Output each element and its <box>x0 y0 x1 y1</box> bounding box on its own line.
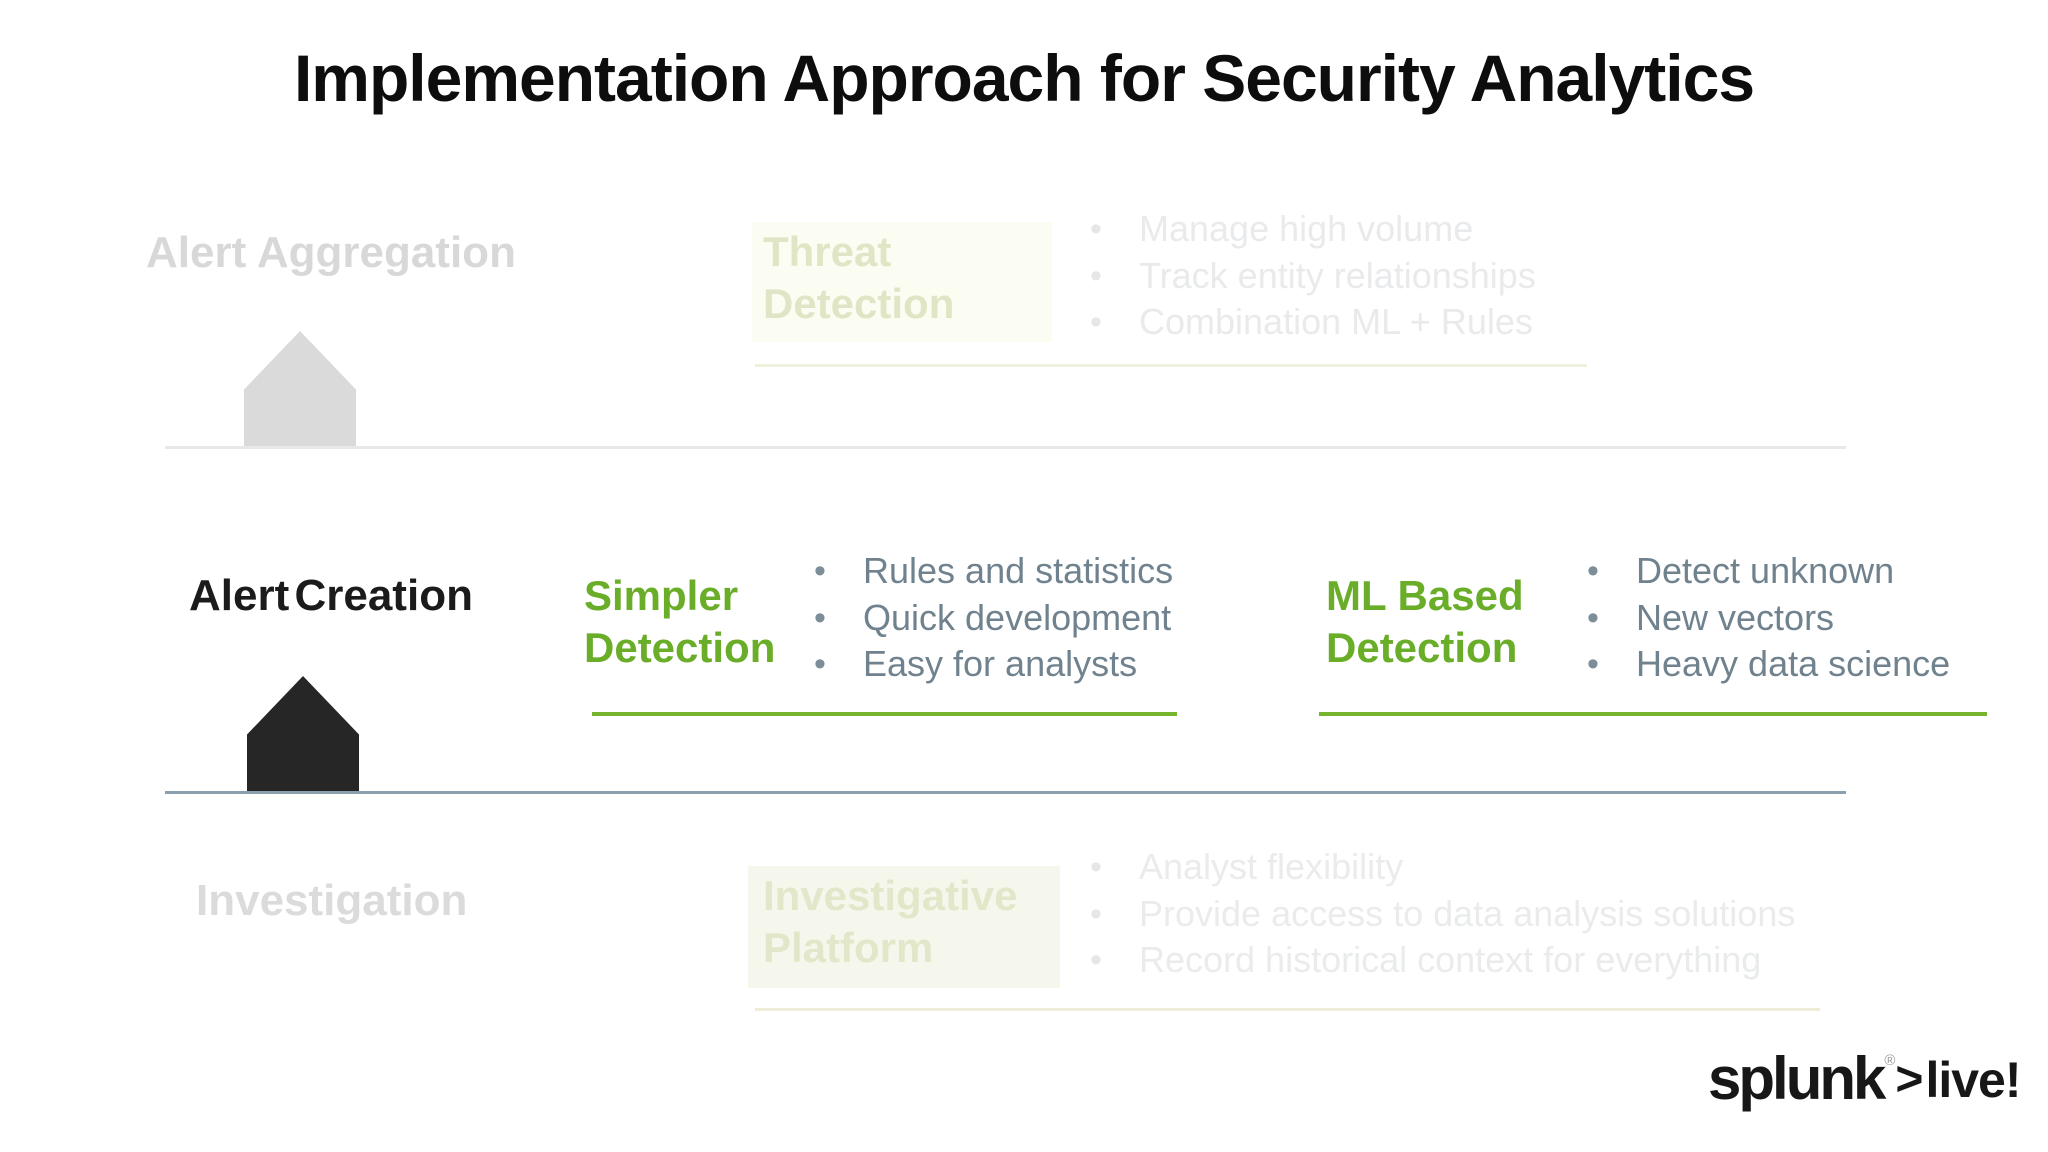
heading-highlight <box>752 222 1052 342</box>
threat-detection-bullets: Manage high volume Track entity relation… <box>1076 206 1536 346</box>
bullet-item: Combination ML + Rules <box>1076 299 1536 346</box>
house-up-icon <box>244 331 356 448</box>
tier-label-investigation: Investigation <box>196 876 468 925</box>
bullet-item: Rules and statistics <box>800 548 1173 595</box>
bullet-item: Provide access to data analysis solution… <box>1076 891 1795 938</box>
chevron-right-icon: > <box>1895 1053 1924 1106</box>
bullet-item: Detect unknown <box>1573 548 1950 595</box>
tier-divider-top <box>165 446 1846 449</box>
bullet-item: Easy for analysts <box>800 641 1173 688</box>
section-underline <box>755 1008 1820 1011</box>
investigative-platform-heading: Investigative Platform <box>763 872 1018 971</box>
bullet-item: New vectors <box>1573 595 1950 642</box>
page-title: Implementation Approach for Security Ana… <box>293 41 1755 115</box>
heading-highlight <box>748 866 1060 988</box>
live-wordmark: live! <box>1925 1052 2021 1108</box>
house-up-icon <box>247 676 359 793</box>
bullet-item: Manage high volume <box>1076 206 1536 253</box>
section-underline <box>592 712 1177 716</box>
section-underline <box>755 364 1587 367</box>
bullet-item: Analyst flexibility <box>1076 844 1795 891</box>
registered-mark-icon: ® <box>1884 1052 1896 1069</box>
tier-label-alert-aggregation: Alert Aggregation <box>146 228 516 277</box>
bullet-item: Heavy data science <box>1573 641 1950 688</box>
threat-detection-heading: Threat Detection <box>763 228 955 327</box>
simpler-detection-bullets: Rules and statistics Quick development E… <box>800 548 1173 688</box>
ml-based-detection-bullets: Detect unknown New vectors Heavy data sc… <box>1573 548 1950 688</box>
splunk-live-logo: splunk ® > live! <box>1708 1045 2022 1112</box>
bullet-item: Track entity relationships <box>1076 253 1536 300</box>
investigative-platform-bullets: Analyst flexibility Provide access to da… <box>1076 844 1795 984</box>
simpler-detection-heading: Simpler Detection <box>584 572 776 671</box>
bullet-item: Record historical context for everything <box>1076 937 1795 984</box>
bullet-item: Quick development <box>800 595 1173 642</box>
splunk-wordmark: splunk <box>1708 1045 1886 1112</box>
tier-label-alert-creation: Alert Creation <box>189 571 473 620</box>
ml-based-detection-heading: ML Based Detection <box>1326 572 1524 671</box>
section-underline <box>1319 712 1987 716</box>
tier-divider-active <box>165 791 1846 794</box>
